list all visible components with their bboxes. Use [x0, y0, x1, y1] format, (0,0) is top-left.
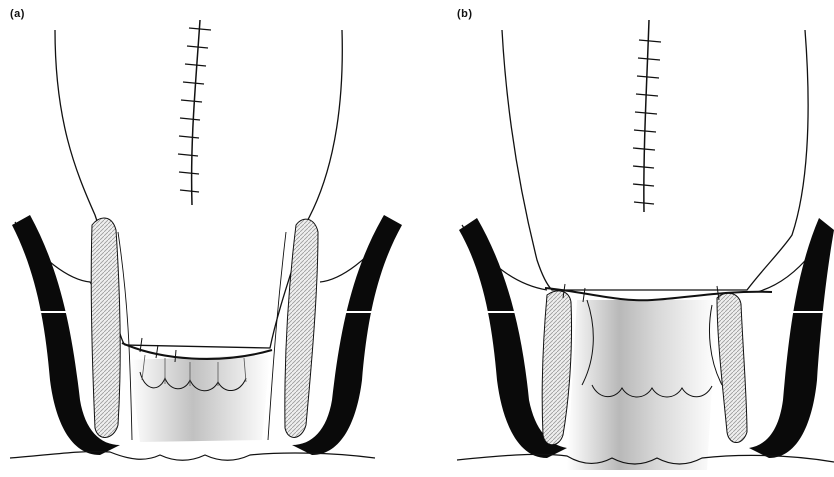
right-external-sphincter [749, 218, 834, 458]
anal-canal-shade [567, 300, 717, 470]
right-internal-sphincter [285, 219, 318, 437]
diagram-a [0, 0, 417, 477]
right-internal-sphincter [717, 293, 747, 442]
suture-line [644, 20, 649, 212]
panel-a: (a) [0, 0, 417, 477]
diagram-b [417, 0, 834, 477]
left-internal-sphincter [542, 291, 571, 445]
anal-canal-shade [130, 355, 270, 442]
panel-b: (b) [417, 0, 834, 477]
left-internal-sphincter [91, 218, 120, 437]
bowel-outline [502, 30, 808, 290]
